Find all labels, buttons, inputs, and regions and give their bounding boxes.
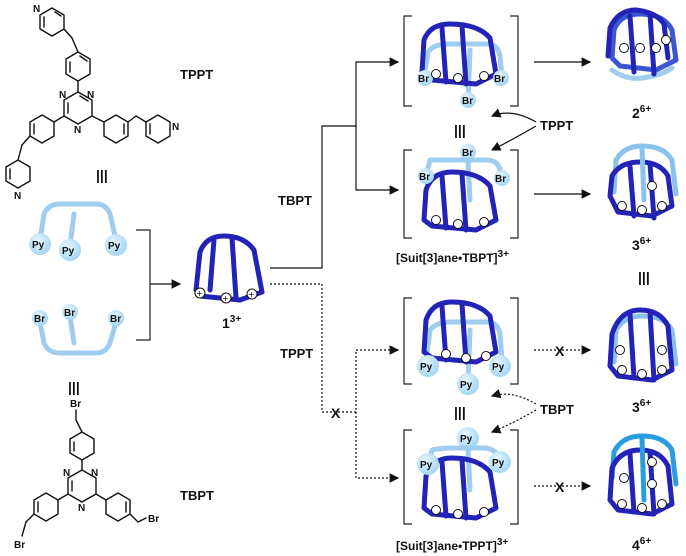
plus-1a: + [196,289,203,298]
py-tripod: Py Py Py [29,201,127,261]
br-atom-top: Br [70,399,81,410]
n-atom-left: N [14,191,21,202]
br-c1-b: Br [494,74,505,85]
n-atom-triazine-1: N [87,90,94,101]
blocked-x-upper: X [555,343,565,359]
py-c3-b: Py [492,362,505,373]
compound-4-number: 46+ [632,536,651,553]
tbpt-arrow-label: TBPT [278,193,312,208]
cage-4 [607,433,679,517]
py-label-1: Py [32,240,45,251]
cage-1: + + + [193,233,265,304]
py-label-2: Py [62,246,75,257]
equiv-sign-complex-top: ||| [454,122,466,138]
compound-1-number: 13+ [222,314,241,331]
br-label-1: Br [34,314,45,325]
py-label-3: Py [108,241,121,252]
compound-3-lower-number: 36+ [632,398,651,415]
side-tbpt-label: TBPT [540,402,574,417]
py-c4-c: Py [460,434,473,445]
cage-3-upper [607,143,679,221]
br-label-2: Br [64,308,75,319]
tppt-structure: N N N N N N [5,4,179,202]
equiv-sign-left-bottom: ||| [68,379,80,395]
py-c4-a: Py [420,460,433,471]
compound-2-number: 26+ [632,104,651,121]
n-atom-tbpt-3: N [78,503,85,514]
py-c3-c: Py [460,380,473,391]
br-atom-right: Br [148,514,159,525]
py-c4-b: Py [492,458,505,469]
plus-1c: + [248,290,255,299]
equiv-sign-left-top: ||| [96,167,108,183]
br-c2-c: Br [462,148,473,159]
br-label-3: Br [110,314,121,325]
n-atom-tbpt-1: N [91,468,98,479]
equiv-sign-complex-bottom: ||| [454,404,466,420]
plus-1b: + [222,294,229,303]
n-atom-tbpt-2: N [63,468,70,479]
side-tppt-label: TPPT [540,118,573,133]
tbpt-structure: Br N N N Br Br [14,399,159,551]
complex-tppt-top: Py Py Py [403,297,519,395]
blocked-x-branch: X [331,405,341,421]
n-atom-right: N [172,122,179,133]
n-atom-triazine-3: N [74,125,81,136]
equiv-sign-right: ||| [638,269,650,285]
blocked-x-lower: X [555,479,565,495]
br-c2-a: Br [419,172,430,183]
py-c3-a: Py [420,362,433,373]
tppt-label: TPPT [180,67,213,82]
cage-3-lower [607,307,679,383]
compound-3-upper-number: 36+ [632,236,651,253]
n-atom-triazine-2: N [59,90,66,101]
complex-tbpt-top: Br Br Br [403,15,519,108]
br-tripod: Br Br Br [32,304,124,356]
br-c1-a: Br [418,74,429,85]
complex-tbpt-bottom: Br Br Br [403,144,519,239]
cage-2 [605,7,679,81]
tppt-arrow-label: TPPT [280,346,313,361]
br-c2-b: Br [495,174,506,185]
complex-tppt-bottom: Py Py Py [403,427,519,525]
br-c1-c: Br [462,96,473,107]
br-atom-left: Br [14,540,25,551]
n-atom-top: N [33,4,40,15]
suit-tppt-label: [Suit[3]ane•TPPT]3+ [396,537,508,553]
tbpt-label: TBPT [180,488,214,503]
suit-tbpt-label: [Suit[3]ane•TBPT]3+ [396,249,509,265]
